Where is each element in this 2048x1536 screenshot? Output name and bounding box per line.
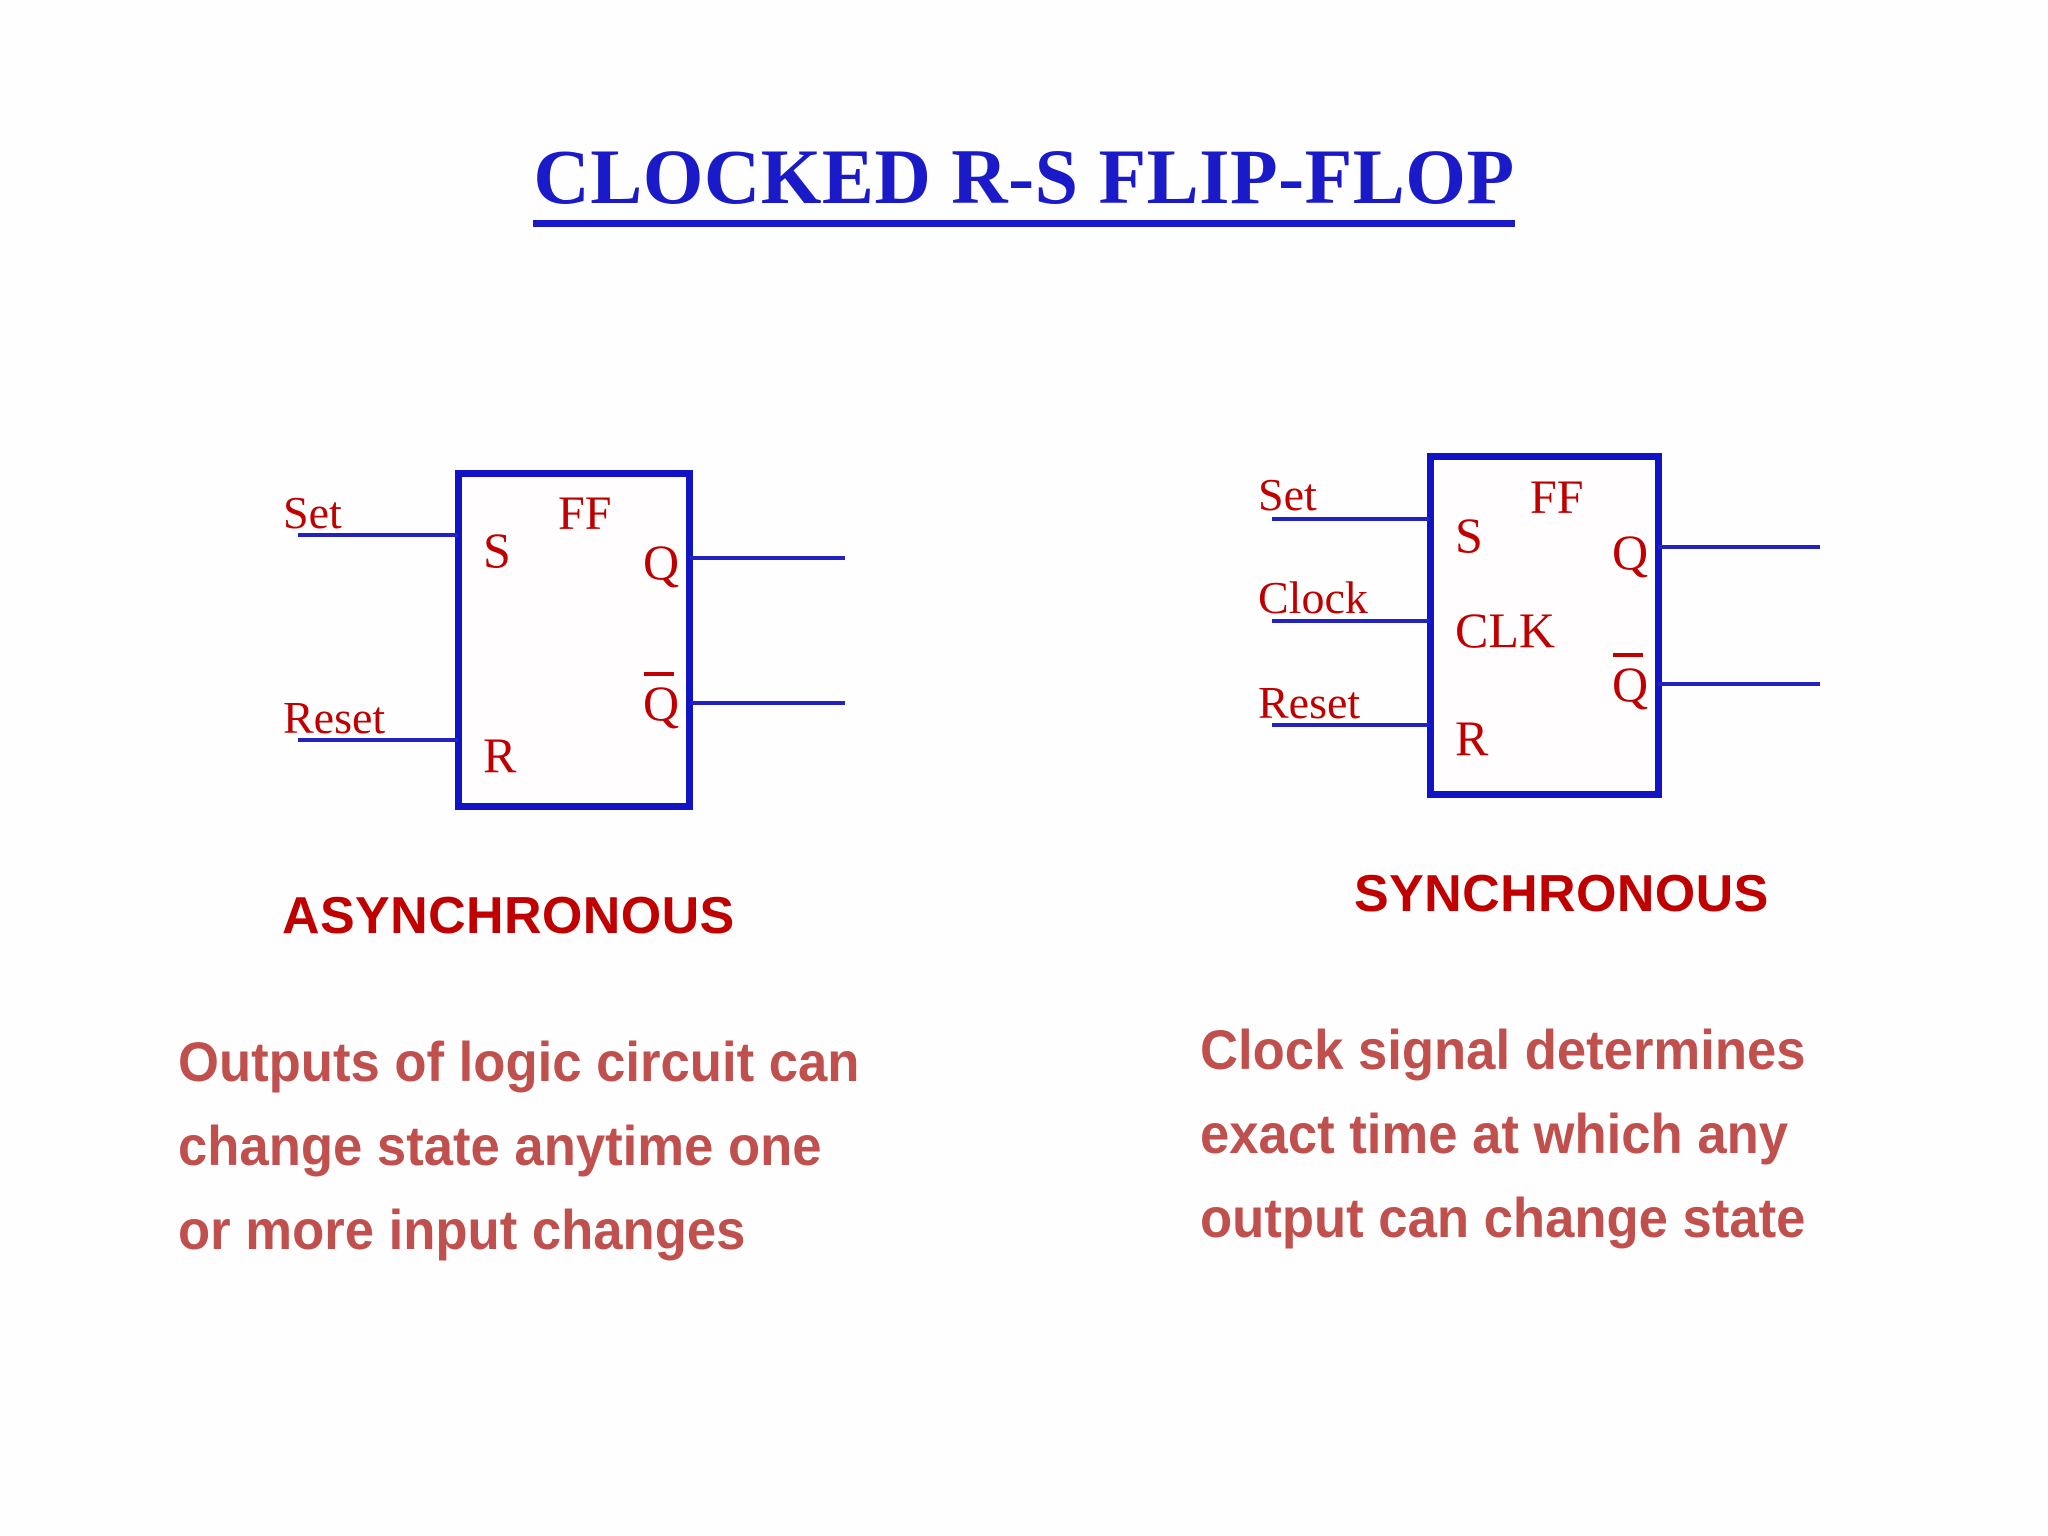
description-line: Outputs of logic circuit can xyxy=(178,1030,860,1093)
pin-s-right: S xyxy=(1455,507,1483,563)
wire-qbar-output-right xyxy=(1658,682,1820,686)
description-line: Clock signal determines xyxy=(1200,1018,1806,1081)
pin-qbar-letter-right: Q xyxy=(1612,656,1649,712)
page-title-text: CLOCKED R-S FLIP-FLOP xyxy=(533,136,1515,227)
pin-s-left: S xyxy=(483,522,511,578)
pin-qbar-right: Q xyxy=(1612,653,1648,709)
pin-clk-right: CLK xyxy=(1455,602,1555,658)
description-line: output can change state xyxy=(1200,1186,1806,1249)
flip-flop-block-right xyxy=(1427,453,1662,798)
caption-asynchronous: ASYNCHRONOUS xyxy=(282,887,735,945)
caption-synchronous: SYNCHRONOUS xyxy=(1354,865,1769,923)
synchronous-flip-flop-diagram: Set Clock Reset S CLK R FF Q Q xyxy=(1258,453,1820,798)
label-reset-right: Reset xyxy=(1258,677,1361,728)
wire-reset-input-left xyxy=(298,738,458,742)
overbar-right xyxy=(1613,653,1643,657)
pin-q-left: Q xyxy=(643,534,680,590)
description-line: or more input changes xyxy=(178,1198,746,1261)
wire-set-input-right xyxy=(1272,517,1430,521)
pin-q-right: Q xyxy=(1612,524,1649,580)
description-asynchronous: Outputs of logic circuit can change stat… xyxy=(178,1020,930,1272)
overbar-left xyxy=(644,672,674,676)
wire-set-input-left xyxy=(298,533,458,537)
pin-r-right: R xyxy=(1455,710,1489,766)
page-title: CLOCKED R-S FLIP-FLOP xyxy=(0,132,2048,227)
wire-clock-input-right xyxy=(1272,619,1430,623)
asynchronous-flip-flop-diagram: Set Reset S R FF Q Q xyxy=(0,0,1024,900)
wire-q-output-right xyxy=(1658,545,1820,549)
wire-q-output-left xyxy=(690,556,845,560)
label-reset-left: Reset xyxy=(283,692,386,743)
block-label-ff-left: FF xyxy=(558,487,612,540)
wire-qbar-output-left xyxy=(690,701,845,705)
pin-r-left: R xyxy=(483,727,517,783)
pin-qbar-letter-left: Q xyxy=(643,675,680,731)
label-set-right: Set xyxy=(1258,469,1317,520)
wire-reset-input-right xyxy=(1272,723,1430,727)
label-clock-right: Clock xyxy=(1258,572,1368,623)
block-label-ff-right: FF xyxy=(1530,471,1584,524)
description-line: change state anytime one xyxy=(178,1114,822,1177)
label-set-left: Set xyxy=(283,487,342,538)
description-synchronous: Clock signal determines exact time at wh… xyxy=(1200,1008,1943,1260)
pin-qbar-left: Q xyxy=(643,672,679,728)
description-line: exact time at which any xyxy=(1200,1102,1789,1165)
flip-flop-block-left xyxy=(455,470,693,810)
